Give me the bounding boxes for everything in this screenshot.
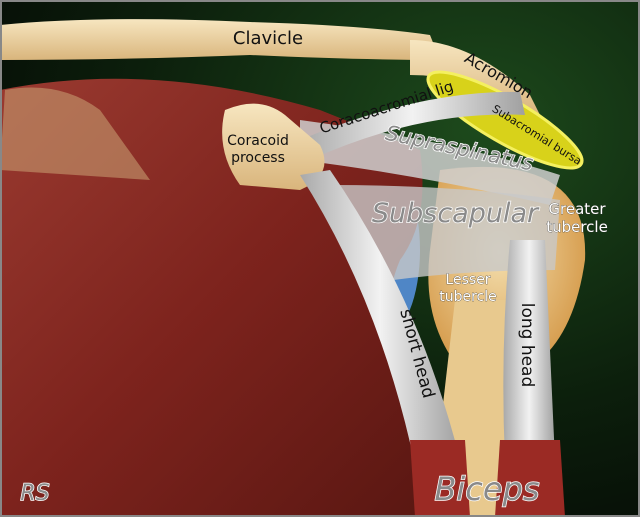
- coracoid-process: [222, 103, 325, 190]
- supraspinatus-muscle: [300, 120, 560, 205]
- label-biceps: Biceps: [434, 470, 539, 508]
- label-lesser-line1: Lesser: [445, 272, 490, 288]
- label-coracoid-line1: Coracoid: [227, 133, 289, 149]
- long-head-tendon: [503, 240, 555, 460]
- label-lesser-line2: tubercle: [439, 289, 497, 305]
- biceps-short-head-belly: [410, 440, 470, 517]
- short-head-tendon: [300, 170, 460, 465]
- label-clavicle: Clavicle: [233, 28, 303, 49]
- label-greater-line1: Greater: [548, 200, 606, 218]
- signature: RS: [20, 481, 49, 506]
- label-long-head: long head: [517, 303, 537, 388]
- label-subscapular: Subscapular: [372, 198, 540, 229]
- subscapular-muscle: [330, 185, 560, 285]
- label-greater-line2: tubercle: [546, 218, 608, 236]
- clavicle-bone: [0, 19, 440, 61]
- coracoacromial-ligament: [300, 91, 525, 160]
- biceps-long-head-belly: [495, 440, 565, 517]
- scapula-edge: [0, 87, 150, 180]
- label-coracoid-line2: process: [231, 150, 285, 166]
